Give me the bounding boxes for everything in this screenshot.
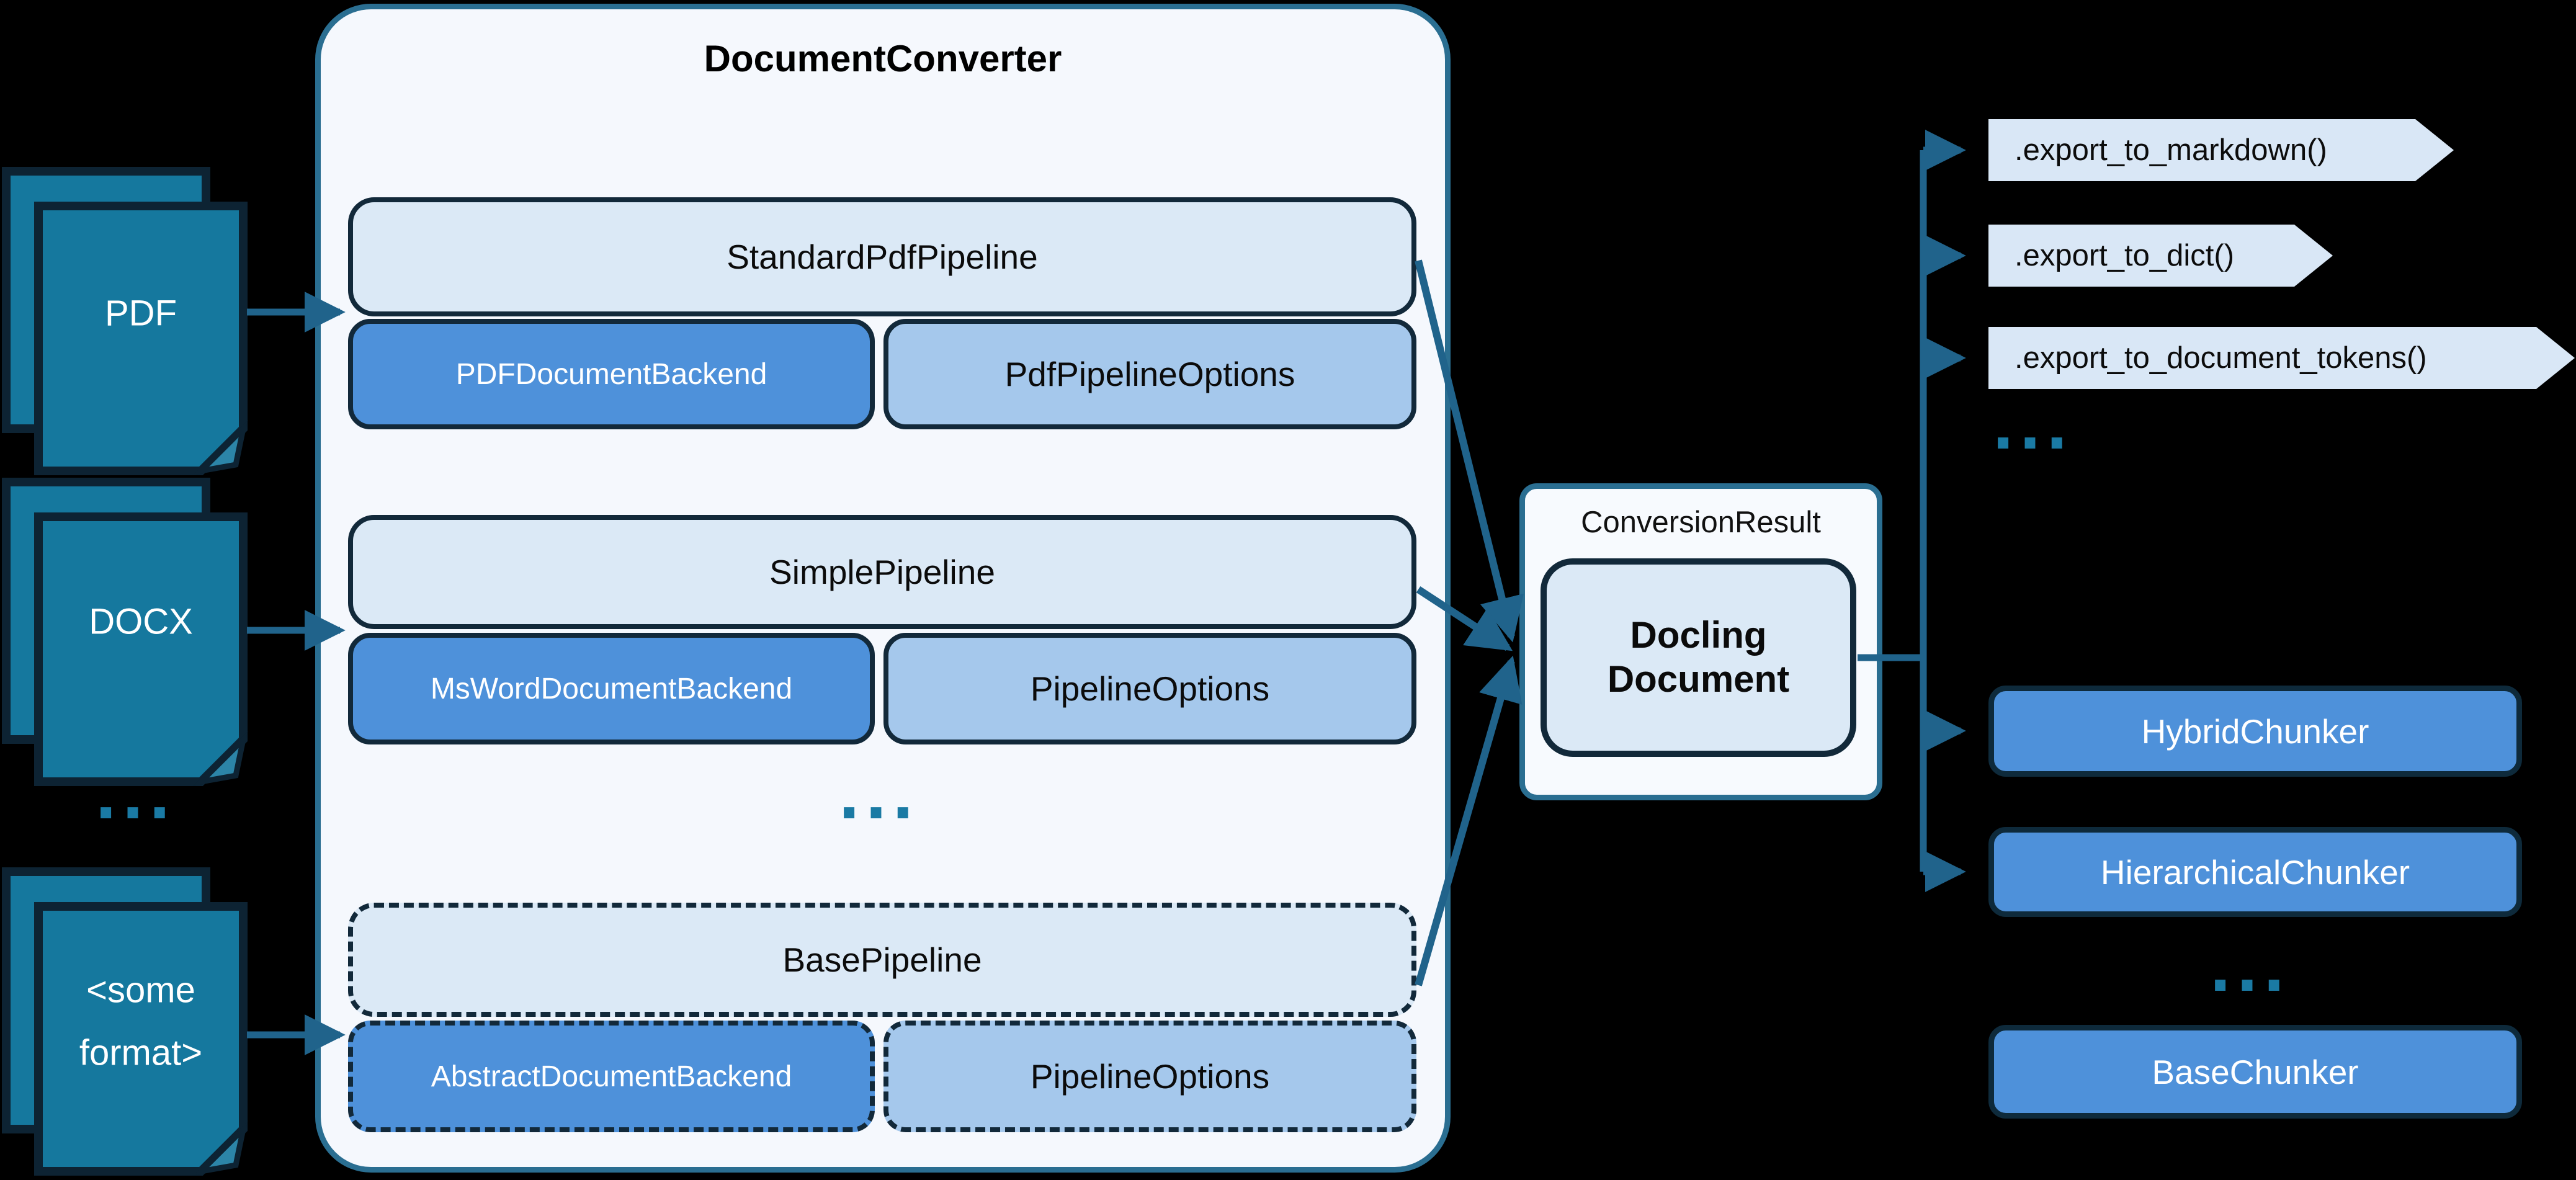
export-to-markdown-badge: .export_to_markdown() bbox=[1988, 119, 2454, 181]
document-converter-title: DocumentConverter bbox=[704, 38, 1062, 79]
docx-documents-icon: DOCX bbox=[2, 478, 248, 786]
docx-label: DOCX bbox=[89, 602, 193, 642]
docling-document-line1: Docling bbox=[1630, 614, 1767, 656]
base-pipeline-options-box: PipelineOptions bbox=[883, 1021, 1416, 1132]
converter-ellipsis: ... bbox=[839, 751, 920, 834]
simple-pipeline-box: SimplePipeline bbox=[348, 515, 1416, 629]
some-format-label-line1: <some bbox=[86, 970, 195, 1011]
some-format-label-line2: format> bbox=[79, 1033, 202, 1073]
msword-document-backend-box: MsWordDocumentBackend bbox=[348, 633, 875, 744]
standard-pdf-pipeline-box: StandardPdfPipeline bbox=[348, 197, 1416, 316]
abstract-document-backend-box: AbstractDocumentBackend bbox=[348, 1021, 875, 1132]
exports-ellipsis: ... bbox=[1993, 382, 2074, 465]
pipeline-options-box: PipelineOptions bbox=[883, 633, 1416, 744]
pdf-documents-icon: PDF bbox=[2, 167, 248, 475]
chunkers-ellipsis: ... bbox=[2210, 924, 2291, 1007]
conversion-result-label: ConversionResult bbox=[1581, 506, 1821, 539]
base-pipeline-box: BasePipeline bbox=[348, 903, 1416, 1017]
pdf-pipeline-options-box: PdfPipelineOptions bbox=[883, 319, 1416, 429]
some-format-documents-icon: <some format> bbox=[2, 867, 248, 1176]
hybrid-chunker-box: HybridChunker bbox=[1988, 686, 2522, 777]
pdf-document-backend-box: PDFDocumentBackend bbox=[348, 319, 875, 429]
pdf-label: PDF bbox=[105, 293, 177, 334]
base-chunker-box: BaseChunker bbox=[1988, 1025, 2522, 1119]
hierarchical-chunker-box: HierarchicalChunker bbox=[1988, 827, 2522, 917]
inputs-ellipsis: ... bbox=[96, 751, 177, 834]
docling-document-line2: Document bbox=[1607, 658, 1790, 700]
export-to-document-tokens-badge: .export_to_document_tokens() bbox=[1988, 327, 2575, 389]
export-to-dict-badge: .export_to_dict() bbox=[1988, 225, 2333, 287]
docling-document-box: Docling Document bbox=[1541, 558, 1856, 757]
